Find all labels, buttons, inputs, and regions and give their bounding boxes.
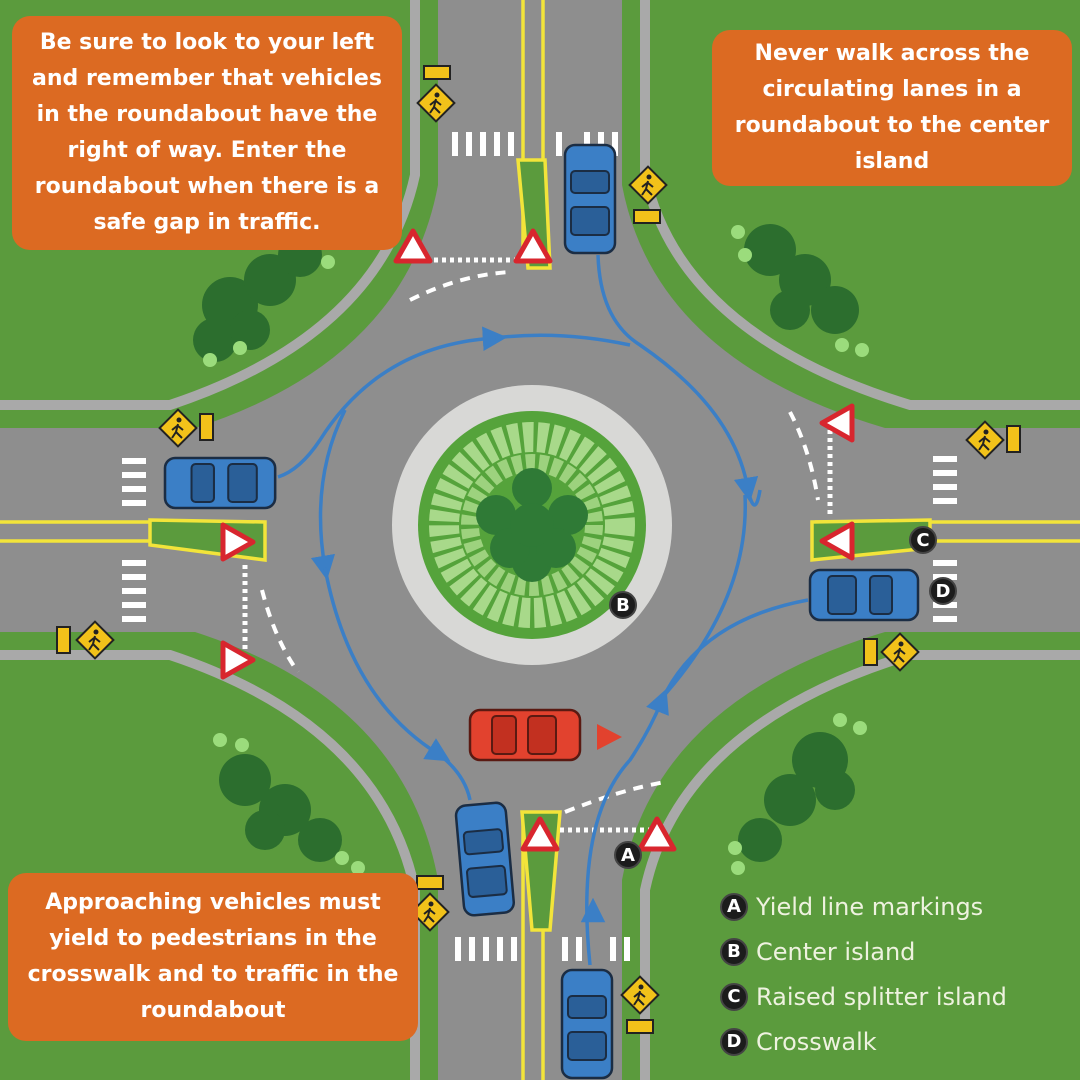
pedestrian-crossing-signs bbox=[56, 65, 1021, 1034]
dashed-lane-lines bbox=[260, 270, 820, 814]
legend-item: B Center island bbox=[720, 929, 1007, 974]
legend-item: C Raised splitter island bbox=[720, 974, 1007, 1019]
car-north-entry bbox=[563, 143, 617, 255]
legend-badge: D bbox=[720, 1027, 748, 1056]
marker-c: C bbox=[909, 526, 937, 554]
car-west-exit bbox=[163, 456, 277, 510]
legend-label: Crosswalk bbox=[756, 1027, 877, 1056]
vehicles bbox=[163, 143, 920, 1080]
callout-never-walk: Never walk across the circulating lanes … bbox=[712, 30, 1072, 186]
legend-badge: A bbox=[720, 892, 748, 921]
marker-a: A bbox=[614, 841, 642, 869]
center-island bbox=[392, 385, 672, 665]
legend-label: Center island bbox=[756, 937, 916, 966]
traffic-paths bbox=[277, 254, 809, 966]
legend-item: D Crosswalk bbox=[720, 1019, 1007, 1064]
car-south-entry bbox=[560, 968, 614, 1080]
callout-approaching: Approaching vehicles must yield to pedes… bbox=[8, 873, 418, 1041]
car-red-circulating bbox=[468, 708, 622, 762]
legend-item: A Yield line markings bbox=[720, 884, 1007, 929]
legend-label: Raised splitter island bbox=[756, 982, 1007, 1011]
callout-never-walk-text: Never walk across the circulating lanes … bbox=[734, 41, 1050, 174]
legend-label: Yield line markings bbox=[756, 892, 984, 921]
legend: A Yield line markings B Center island C … bbox=[720, 884, 1007, 1064]
legend-badge: B bbox=[720, 937, 748, 966]
marker-b: B bbox=[609, 591, 637, 619]
car-east-entry bbox=[808, 568, 920, 622]
callout-look-left-text: Be sure to look to your left and remembe… bbox=[32, 30, 382, 235]
callout-look-left: Be sure to look to your left and remembe… bbox=[12, 16, 402, 250]
legend-badge: C bbox=[720, 982, 748, 1011]
car-south-exit bbox=[453, 800, 516, 918]
crosswalks bbox=[122, 132, 957, 961]
callout-approaching-text: Approaching vehicles must yield to pedes… bbox=[27, 890, 399, 1023]
marker-d: D bbox=[929, 577, 957, 605]
